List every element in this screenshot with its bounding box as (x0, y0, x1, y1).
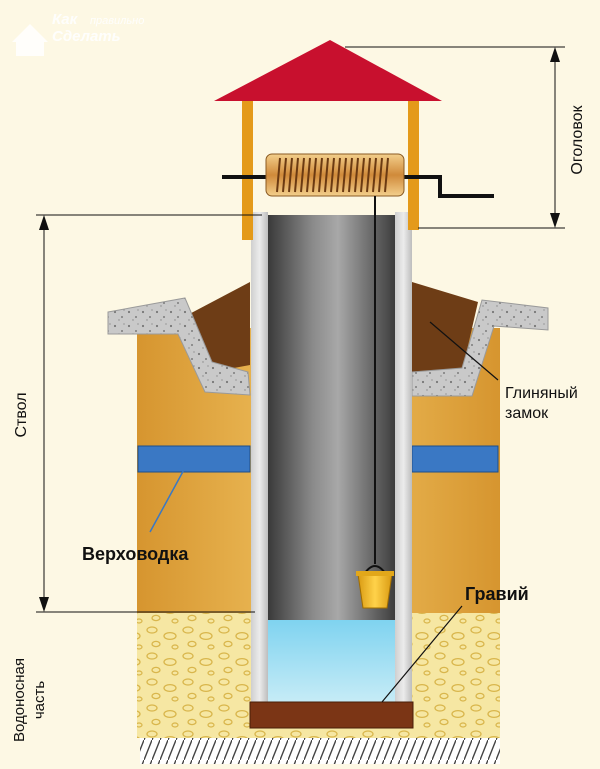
rope-coil (300, 157, 305, 193)
clay-lock-leader (429, 321, 499, 381)
rope-coil (348, 157, 353, 193)
house-icon (12, 24, 48, 56)
label-perched-water: Верховодка (82, 544, 189, 564)
rope-coil (318, 157, 323, 193)
head-arrow-top (550, 47, 560, 62)
rope-coil (330, 157, 335, 193)
clay-lock-left (178, 282, 250, 372)
rope-coils (276, 157, 389, 193)
logo-line2: правильно (90, 15, 144, 27)
well-water (268, 620, 395, 710)
rope-coil (324, 157, 329, 193)
rope-coil (276, 157, 281, 193)
well-shaft-interior (268, 215, 395, 620)
rope-coil (282, 157, 287, 193)
shaft-arrow-top (39, 215, 49, 230)
rope-coil (378, 157, 383, 193)
rope-coil (354, 157, 359, 193)
logo-line1: Как (52, 11, 79, 28)
gravel-pad (249, 701, 414, 729)
well-wall-left (251, 212, 268, 710)
label-gravel: Гравий (465, 584, 529, 604)
shaft-arrow-bottom (39, 597, 49, 612)
logo-line3: Сделать (52, 28, 121, 45)
concrete-apron-left (107, 297, 251, 396)
well-wall-right (395, 212, 412, 710)
bucket (357, 573, 393, 609)
head-post-right (408, 100, 419, 230)
rope-coil (294, 157, 299, 193)
head-arrow-bottom (550, 213, 560, 228)
perched-water-leader (149, 465, 187, 533)
rope-coil (312, 157, 317, 193)
rope-coil (336, 157, 341, 193)
label-clay-lock-line2: замок (505, 405, 549, 422)
bucket-rim (356, 571, 394, 576)
bedrock-layer (140, 738, 500, 764)
rope-coil (342, 157, 347, 193)
roof (214, 40, 442, 101)
rope-coil (306, 157, 311, 193)
rope-coil (288, 157, 293, 193)
perched-water-right (411, 445, 499, 473)
rope-coil (384, 157, 389, 193)
rope-coil (360, 157, 365, 193)
rope-coil (366, 157, 371, 193)
perched-water-left (137, 445, 251, 473)
gravel-leader (381, 605, 463, 703)
label-aquifer-line1: Водоносная (11, 658, 28, 742)
crank-handle (404, 175, 494, 198)
rope-coil (372, 157, 377, 193)
concrete-apron-right (411, 299, 549, 397)
head-post-left (242, 100, 253, 240)
label-head: Оголовок (569, 104, 586, 174)
label-aquifer-line2: часть (31, 681, 48, 720)
label-shaft: Ствол (13, 392, 30, 437)
label-clay-lock-line1: Глиняный (505, 385, 578, 402)
logo: Как правильно Сделать (12, 11, 144, 56)
